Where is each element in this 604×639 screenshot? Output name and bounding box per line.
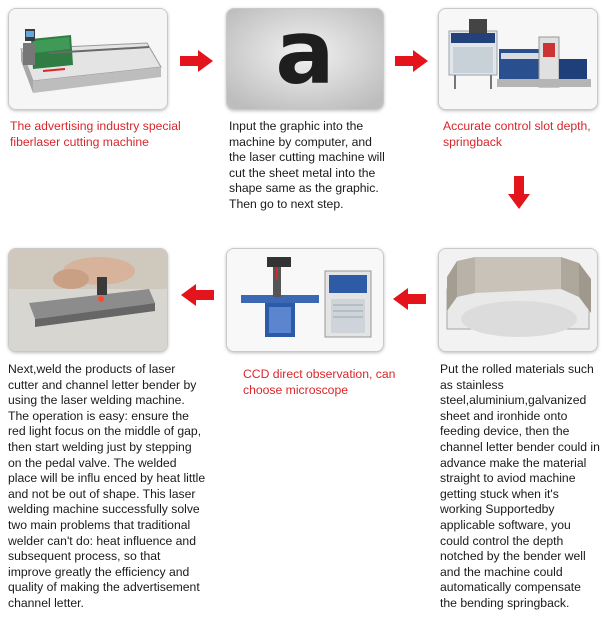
photo-laser-welding-machine: [226, 248, 384, 352]
step-4-caption: Put the rolled materials such as stainle…: [440, 362, 600, 610]
cut-letter-illustration: a: [227, 9, 383, 109]
arrow-left-icon: [181, 284, 214, 306]
laser-welding-machine-illustration: [227, 249, 383, 351]
arrow-down-icon: [508, 176, 530, 209]
photo-welding-closeup: [8, 248, 168, 352]
photo-channel-letter-bender: [438, 8, 598, 110]
photo-cut-letter-a: a: [226, 8, 384, 110]
rolled-materials-illustration: [439, 249, 597, 351]
step-1-caption: The advertising industry special fiberla…: [10, 119, 181, 149]
laser-cutting-machine-illustration: [9, 9, 167, 109]
step-5-caption: CCD direct observation, can choose micro…: [243, 367, 396, 397]
arrow-left-icon: [393, 288, 426, 310]
photo-laser-cutting-machine: [8, 8, 168, 110]
photo-rolled-materials: [438, 248, 598, 352]
welding-closeup-illustration: [9, 249, 167, 351]
letter-a-glyph: a: [275, 9, 334, 104]
step-3-caption: Accurate control slot depth, springback: [443, 119, 591, 149]
arrow-right-icon: [180, 50, 213, 72]
arrow-right-icon: [395, 50, 428, 72]
step-6-caption: Next,weld the products of laser cutter a…: [8, 362, 206, 610]
step-2-caption: Input the graphic into the machine by co…: [229, 119, 385, 211]
channel-letter-bender-illustration: [439, 9, 597, 109]
